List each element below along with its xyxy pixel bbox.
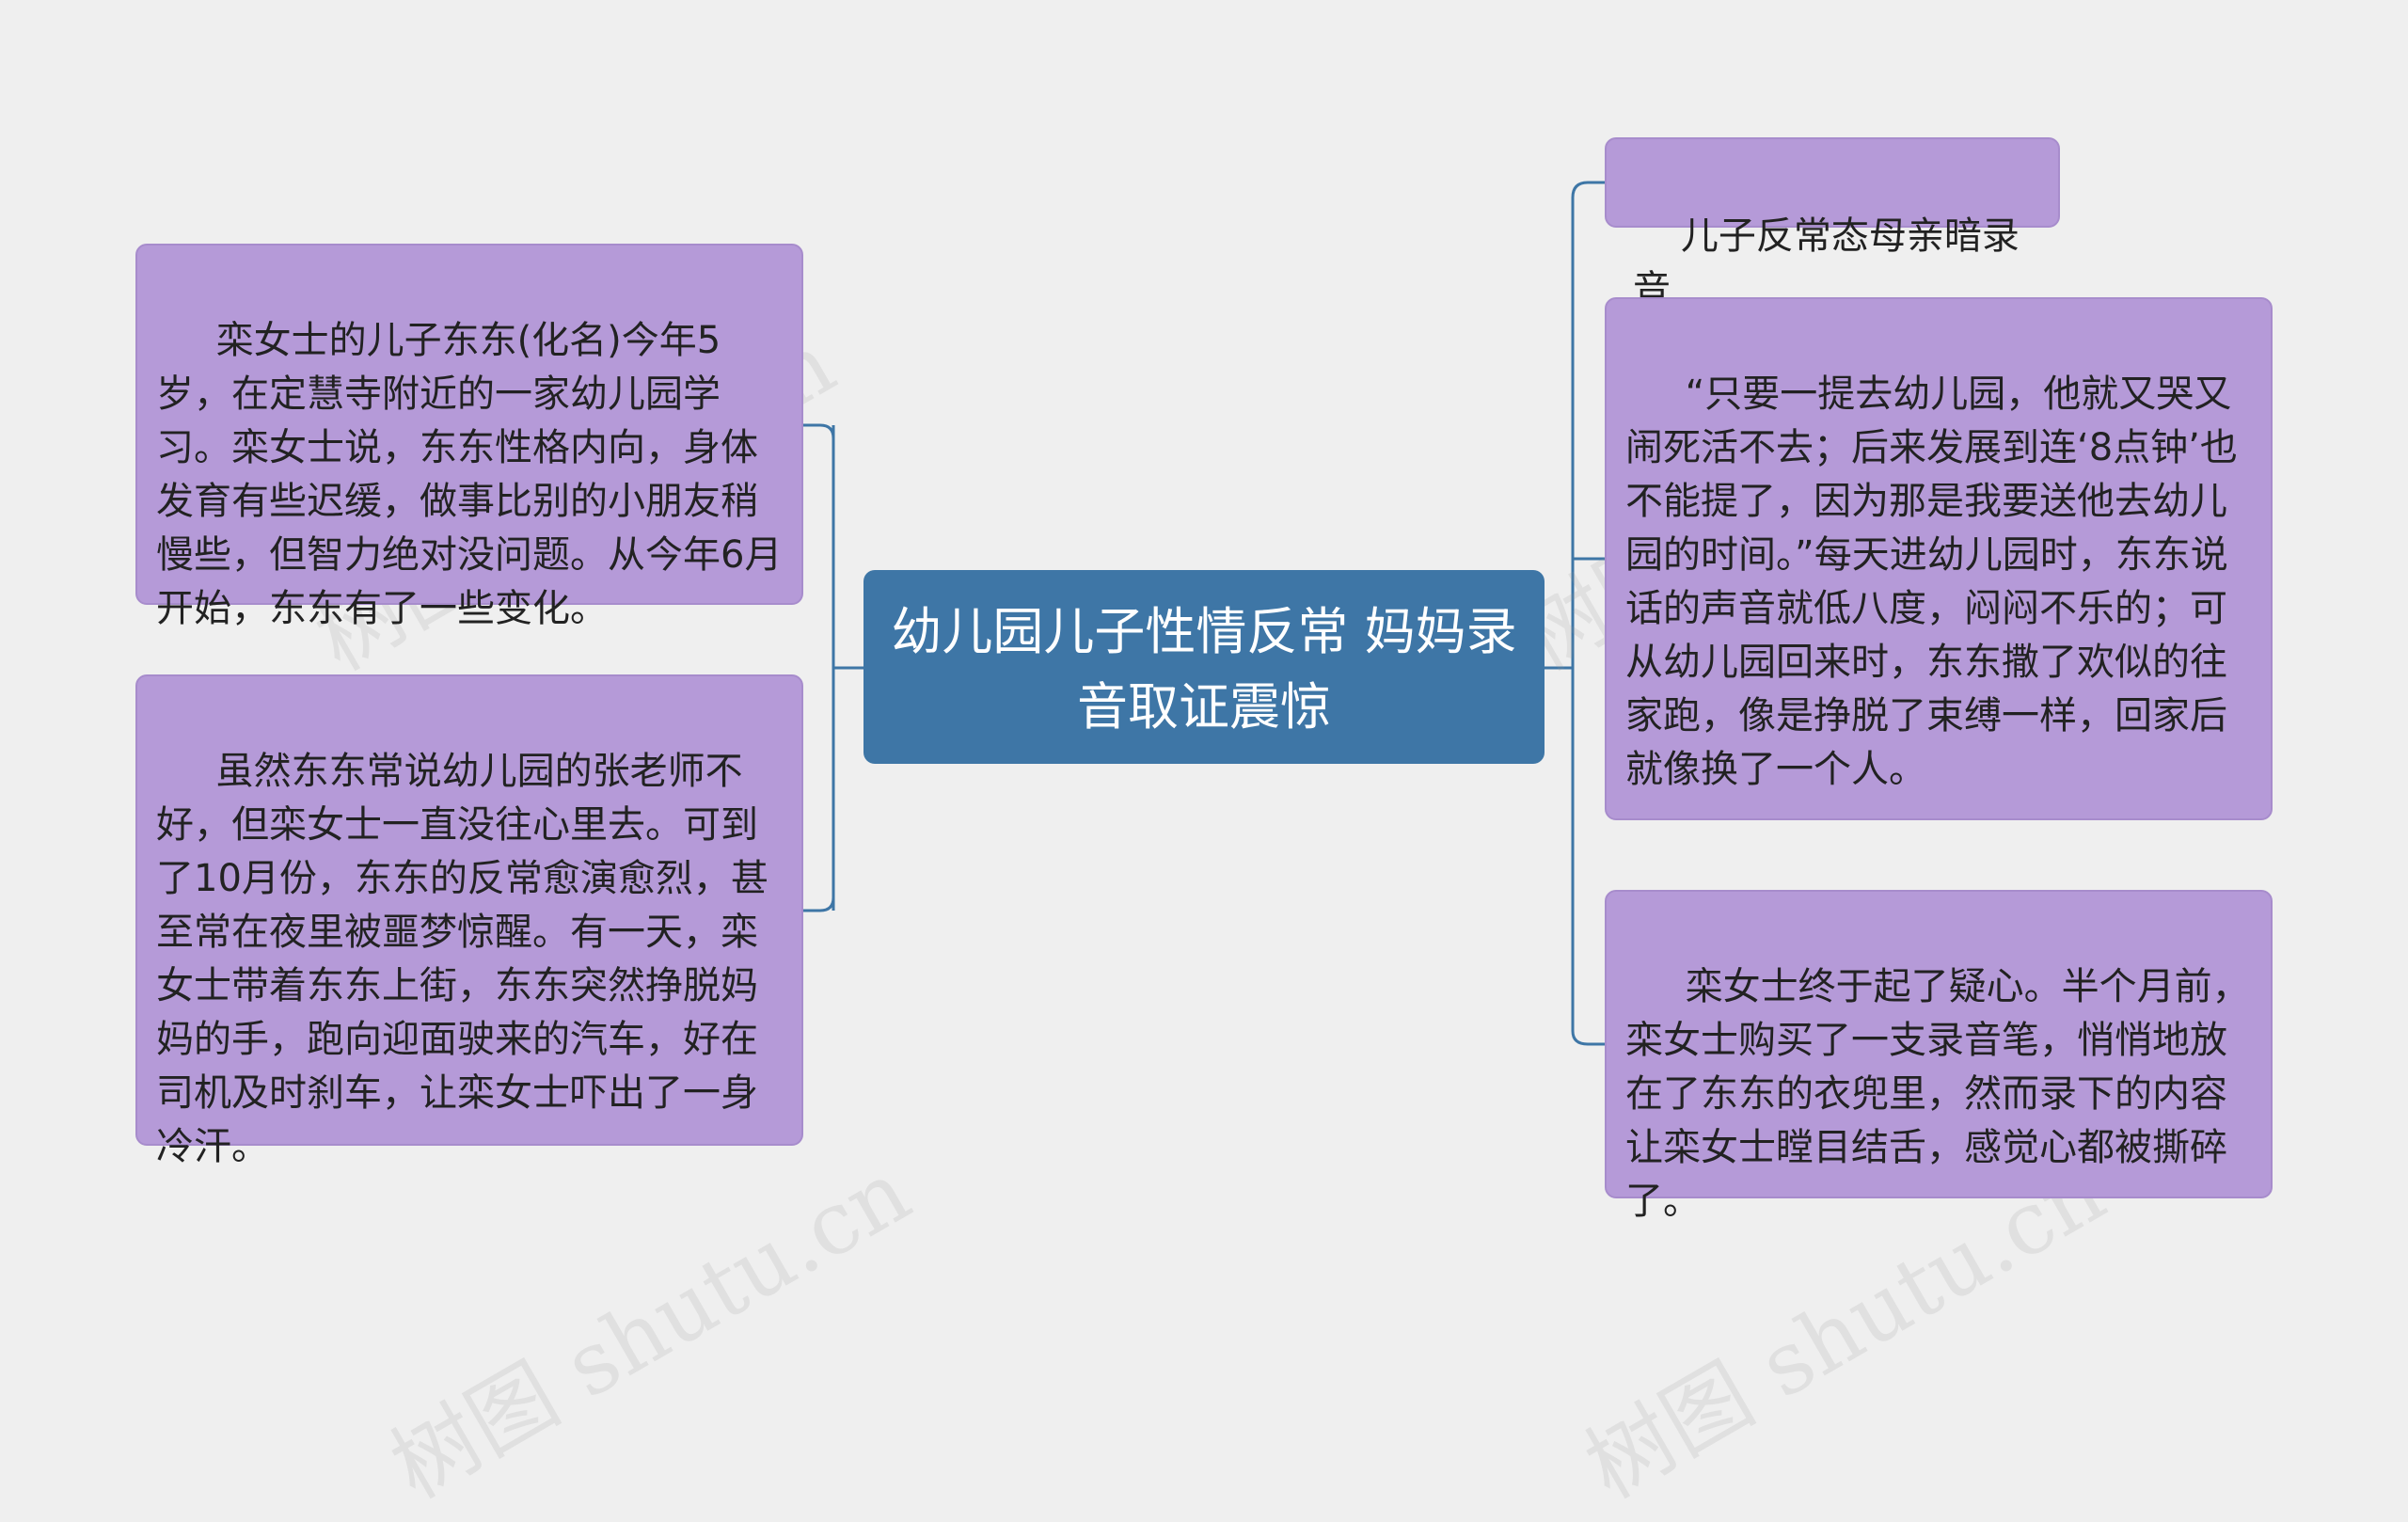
- right-node-3[interactable]: 栾女士终于起了疑心。半个月前，栾女士购买了一支录音笔，悄悄地放在了东东的衣兜里，…: [1605, 890, 2273, 1223]
- left-node-1-text: 栾女士的儿子东东(化名)今年5岁，在定慧寺附近的一家幼儿园学习。栾女士说，东东性…: [156, 319, 783, 630]
- mind-map-canvas: 树图 shutu.cn 树图 shutu.cn 树图 shutu.cn 树图 s…: [135, 137, 2273, 1518]
- right-node-1[interactable]: 儿子反常态母亲暗录音: [1605, 137, 2060, 311]
- connector-lines: [803, 181, 1605, 1046]
- right-node-2[interactable]: “只要一提去幼儿园，他就又哭又闹死活不去；后来发展到连‘8点钟’也不能提了，因为…: [1605, 297, 2273, 820]
- left-node-2[interactable]: 虽然东东常说幼儿园的张老师不好，但栾女士一直没往心里去。可到了10月份，东东的反…: [135, 674, 803, 1168]
- right-node-2-text: “只要一提去幼儿园，他就又哭又闹死活不去；后来发展到连‘8点钟’也不能提了，因为…: [1625, 373, 2238, 791]
- connector-left-trunk: [803, 423, 863, 912]
- root-topic-node[interactable]: 幼儿园儿子性情反常 妈妈录音取证震惊: [863, 570, 1545, 764]
- left-node-1[interactable]: 栾女士的儿子东东(化名)今年5岁，在定慧寺附近的一家幼儿园学习。栾女士说，东东性…: [135, 244, 803, 630]
- root-topic-text: 幼儿园儿子性情反常 妈妈录音取证震惊: [891, 602, 1517, 737]
- connector-right-trunk: [1545, 181, 1605, 1046]
- right-node-3-text: 栾女士终于起了疑心。半个月前，栾女士购买了一支录音笔，悄悄地放在了东东的衣兜里，…: [1625, 965, 2250, 1223]
- left-node-2-text: 虽然东东常说幼儿园的张老师不好，但栾女士一直没往心里去。可到了10月份，东东的反…: [156, 750, 768, 1168]
